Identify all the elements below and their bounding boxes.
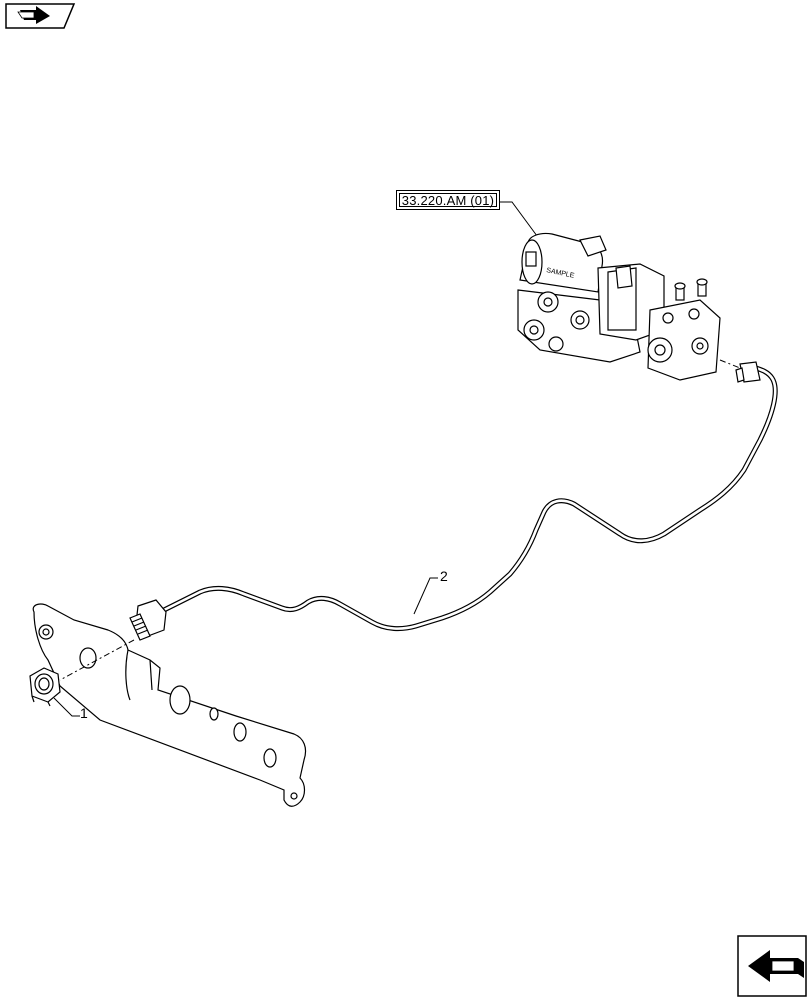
hydraulic-pipe — [157, 365, 778, 632]
next-page-arrow-icon[interactable] — [5, 3, 76, 29]
connector-centerline — [59, 639, 135, 681]
mounting-bracket — [32, 603, 307, 807]
fitting-centerline — [719, 359, 741, 369]
hex-nut — [29, 667, 61, 707]
threaded-connector — [129, 599, 167, 641]
reference-leader-line — [500, 201, 541, 241]
callout-2-label: 2 — [440, 568, 448, 584]
pipe-end-fitting — [735, 361, 761, 383]
reference-link-box[interactable]: 33.220.AM (01) — [396, 190, 500, 210]
callout-1-leader — [53, 697, 80, 717]
reference-box-inner-border — [399, 193, 497, 207]
valve-block: SAMPLE — [517, 232, 721, 381]
callout-2-leader — [413, 577, 438, 615]
reference-label: 33.220.AM (01) — [401, 192, 495, 208]
callout-1-label: 1 — [80, 705, 88, 721]
previous-page-arrow-icon[interactable] — [737, 935, 807, 997]
